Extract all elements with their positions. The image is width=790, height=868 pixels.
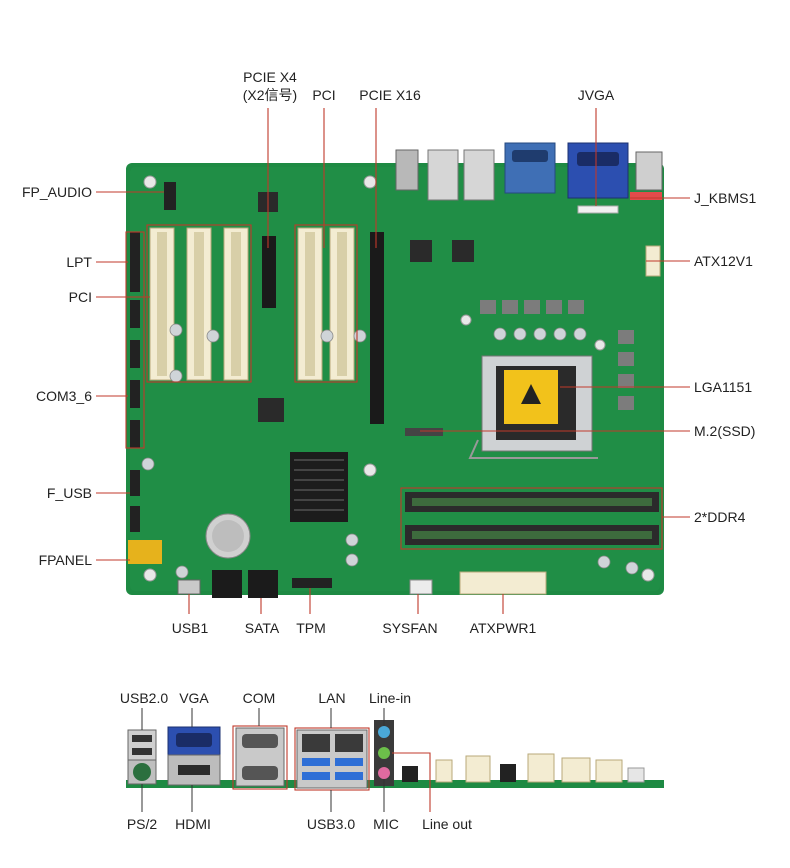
usb2-ps2-stack [127,729,157,785]
ddr4-slots [405,492,659,545]
label-hdmi: HDMI [175,816,211,832]
io-labels: USB2.0 VGA COM LAN Line-in PS/2 HDMI USB… [120,690,472,832]
audio-stack [374,720,394,786]
left-headers [128,182,176,564]
label-fpanel: FPANEL [39,552,93,568]
label-pcie-x16: PCIE X16 [359,87,421,103]
label-jvga: JVGA [578,87,615,103]
label-pcie-x4: PCIE X4 [243,69,297,85]
label-vga: VGA [179,690,209,706]
label-ddr4: 2*DDR4 [694,509,746,525]
rear-io-top [395,142,663,201]
label-usb1: USB1 [172,620,209,636]
rear-io-strip [126,720,664,789]
motherboard [126,142,664,598]
label-f-usb: F_USB [47,485,92,501]
label-pci-left: PCI [69,289,92,305]
highlight-boxes [125,224,663,550]
bottom-connectors [177,192,662,598]
battery-icon [205,513,251,559]
label-usb2: USB2.0 [120,690,168,706]
label-atx12v1: ATX12V1 [694,253,753,269]
label-ps2: PS/2 [127,816,158,832]
pcie-x4-slot [262,236,276,308]
leader-lines-io [141,708,431,812]
label-line-out: Line out [422,816,472,832]
label-pcie-x4-sub: (X2信号) [243,87,297,103]
vga-hdmi-stack [167,726,221,786]
label-com3-6: COM3_6 [36,388,92,404]
label-line-in: Line-in [369,690,411,706]
io-pcb-edge [126,780,664,788]
pci-slots-mid [297,227,355,381]
label-com: COM [243,690,276,706]
cpu-socket-icon [468,355,598,459]
label-sysfan: SYSFAN [382,620,437,636]
label-lpt: LPT [66,254,92,270]
label-usb3: USB3.0 [307,816,355,832]
label-sata: SATA [245,620,280,636]
vrm [480,300,634,410]
label-atxpwr1: ATXPWR1 [470,620,537,636]
label-tpm: TPM [296,620,326,636]
chips [258,192,474,436]
label-lga1151: LGA1151 [694,379,752,395]
pcie-x16-slot [370,232,384,424]
label-mic: MIC [373,816,399,832]
com-stack [235,727,285,787]
heatsink-icon [290,452,348,522]
label-m2-ssd: M.2(SSD) [694,423,755,439]
label-lan: LAN [318,690,345,706]
label-fp-audio: FP_AUDIO [22,184,92,200]
leader-lines-board [96,108,690,614]
label-pci-top: PCI [312,87,335,103]
board-labels: PCIE X4 (X2信号) PCI PCIE X16 JVGA FP_AUDI… [22,69,756,636]
io-misc-parts [402,753,645,783]
io-highlight-boxes [232,725,370,791]
pci-slots-left [149,227,249,381]
lan-usb3-stack [296,729,368,789]
label-j-kbms1: J_KBMS1 [694,190,756,206]
